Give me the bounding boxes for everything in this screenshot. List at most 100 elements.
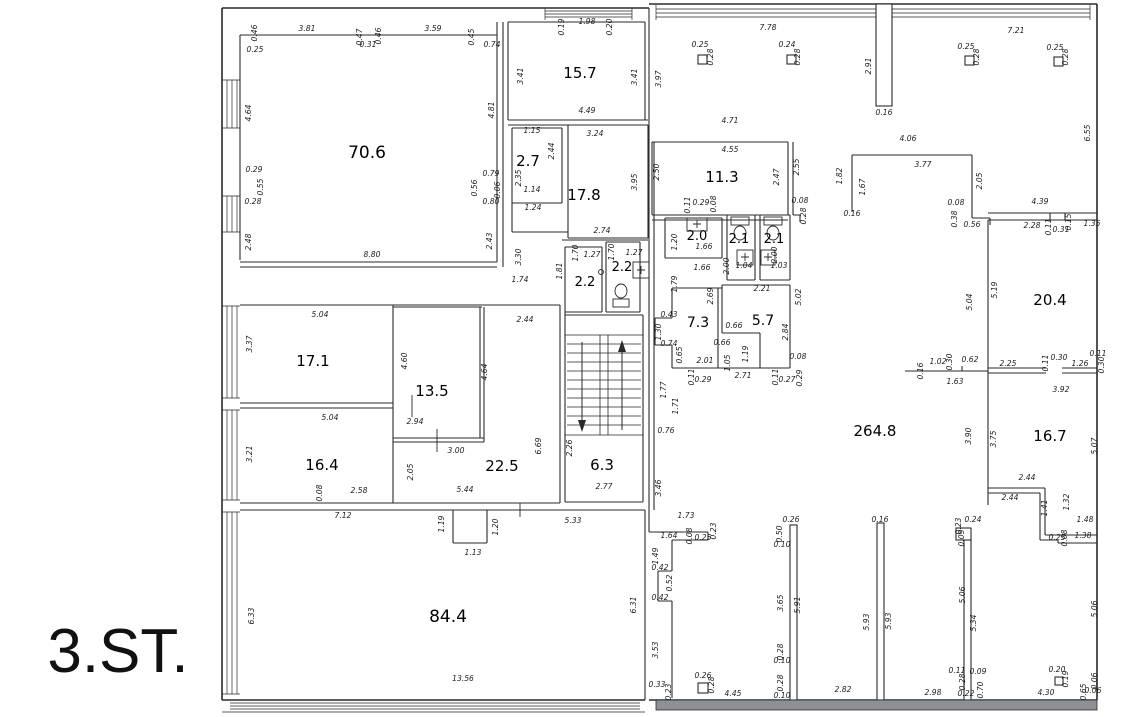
dimension-label: 3.24 <box>587 129 604 138</box>
floor-title: 3.ST. <box>47 617 188 686</box>
dimension-label: 0.50 <box>775 525 784 542</box>
stair-down-arrow-icon <box>578 420 586 432</box>
dimension-label: 2.91 <box>864 58 873 75</box>
dimension-label: 0.20 <box>1049 665 1066 674</box>
dimension-label: 2.50 <box>652 163 661 180</box>
room-area-label: 11.3 <box>705 168 738 186</box>
room-area-label: 2.0 <box>687 229 708 244</box>
dimension-label: 1.63 <box>947 377 964 386</box>
dimension-label: 0.76 <box>658 426 675 435</box>
dimension-label: 2.01 <box>697 356 714 365</box>
dimension-label: 0.28 <box>793 48 802 65</box>
dimension-label: 0.09 <box>970 667 987 676</box>
dimension-label: 0.08 <box>709 195 718 212</box>
room-area-label: 6.3 <box>590 456 614 474</box>
dimension-label: 0.11 <box>683 197 692 214</box>
dimension-label: 2.55 <box>792 158 801 175</box>
dimension-label: 0.30 <box>945 353 954 370</box>
dimension-label: 0.11 <box>1090 349 1107 358</box>
dimension-label: 0.06 <box>493 181 502 198</box>
dimension-label: 0.23 <box>954 517 963 534</box>
dimension-label: 0.08 <box>1060 529 1069 546</box>
dimension-label: 4.81 <box>487 102 496 119</box>
dimension-label: 1.30 <box>654 323 663 340</box>
dimension-label: 4.06 <box>900 134 917 143</box>
dimension-label: 2.48 <box>244 233 253 250</box>
dimension-label: 1.64 <box>661 531 678 540</box>
dimension-label: 3.30 <box>514 248 523 265</box>
dimension-label: 0.28 <box>245 197 262 206</box>
dimension-label: 0.11 <box>771 369 780 386</box>
dimension-label: 0.28 <box>776 674 785 691</box>
dimension-label: 0.66 <box>714 338 731 347</box>
dimension-label: 3.46 <box>654 479 663 496</box>
dimension-label: 0.56 <box>964 220 981 229</box>
dimension-label: 0.25 <box>1049 533 1066 542</box>
dimension-label: 1.26 <box>1072 359 1089 368</box>
dimension-label: 0.08 <box>948 198 965 207</box>
dimension-label: 0.55 <box>256 178 265 195</box>
dimension-label: 5.04 <box>322 413 339 422</box>
dimension-label: 2.35 <box>514 169 523 186</box>
dimension-label: 1.73 <box>678 511 695 520</box>
dimension-label: 3.41 <box>630 69 639 86</box>
dimension-label: 0.28 <box>972 48 981 65</box>
dimension-label: 0.29 <box>693 198 710 207</box>
dimension-label: 3.77 <box>915 160 932 169</box>
dimension-label: 1.20 <box>670 233 679 250</box>
stair-up-arrow-icon <box>618 340 626 352</box>
dimension-label: 2.05 <box>406 463 415 480</box>
dimension-label: 1.74 <box>512 275 529 284</box>
dimension-label: 5.44 <box>457 485 474 494</box>
dimension-label: 0.08 <box>790 352 807 361</box>
dimension-label: 3.97 <box>654 70 663 87</box>
dimension-label: 1.27 <box>584 250 601 259</box>
dimension-label: 3.65 <box>776 594 785 611</box>
dimension-label: 0.74 <box>484 40 501 49</box>
dimension-label: 1.70 <box>607 243 616 260</box>
dimension-label: 2.77 <box>596 482 613 491</box>
dimension-label: 0.26 <box>783 515 800 524</box>
dimension-label: 0.26 <box>695 671 712 680</box>
dimension-label: 2.05 <box>975 172 984 189</box>
dimension-label: 4.39 <box>1032 197 1049 206</box>
dimension-label: 5.04 <box>312 310 329 319</box>
dimension-label: 0.23 <box>709 522 718 539</box>
room-area-label: 2.2 <box>575 275 596 290</box>
dimension-label: 0.06 <box>1090 672 1099 689</box>
room-area-label: 17.8 <box>567 186 600 204</box>
dimension-label: 13.56 <box>452 674 474 683</box>
dimension-label: 0.11 <box>687 369 696 386</box>
dimension-label: 1.03 <box>771 261 788 270</box>
dimension-label: 1.49 <box>651 547 660 564</box>
dimension-label: 0.80 <box>483 197 500 206</box>
dimension-label: 0.11 <box>1041 355 1050 372</box>
dimension-label: 1.48 <box>1077 515 1094 524</box>
dimension-label: 1.05 <box>723 354 732 371</box>
room-area-label: 20.4 <box>1033 291 1066 309</box>
dimension-label: 1.82 <box>835 167 844 184</box>
dimension-label: 0.25 <box>695 533 712 542</box>
dimension-label: 1.19 <box>437 515 446 532</box>
dimension-label: 0.28 <box>799 207 808 224</box>
dimension-label: 1.35 <box>1084 219 1101 228</box>
room-area-label: 5.7 <box>752 313 774 329</box>
toilet-icon <box>614 283 628 299</box>
dimension-label: 3.90 <box>964 427 973 444</box>
dimension-label: 2.44 <box>1019 473 1036 482</box>
dimension-label: 0.16 <box>876 108 893 117</box>
outer-walls <box>221 3 1098 701</box>
dimension-label: 0.24 <box>779 40 796 49</box>
dimension-label: 0.79 <box>483 169 500 178</box>
dimension-label: 2.47 <box>772 168 781 185</box>
dimension-label: 1.24 <box>525 203 542 212</box>
dimension-label: 7.21 <box>1008 26 1025 35</box>
fin-walls <box>789 522 972 701</box>
dimension-label: 3.81 <box>299 24 316 33</box>
dimension-label: 0.19 <box>1061 670 1070 687</box>
dimension-label: 1.66 <box>694 263 711 272</box>
room-area-label: 22.5 <box>485 457 518 475</box>
dimension-label: 0.29 <box>246 165 263 174</box>
